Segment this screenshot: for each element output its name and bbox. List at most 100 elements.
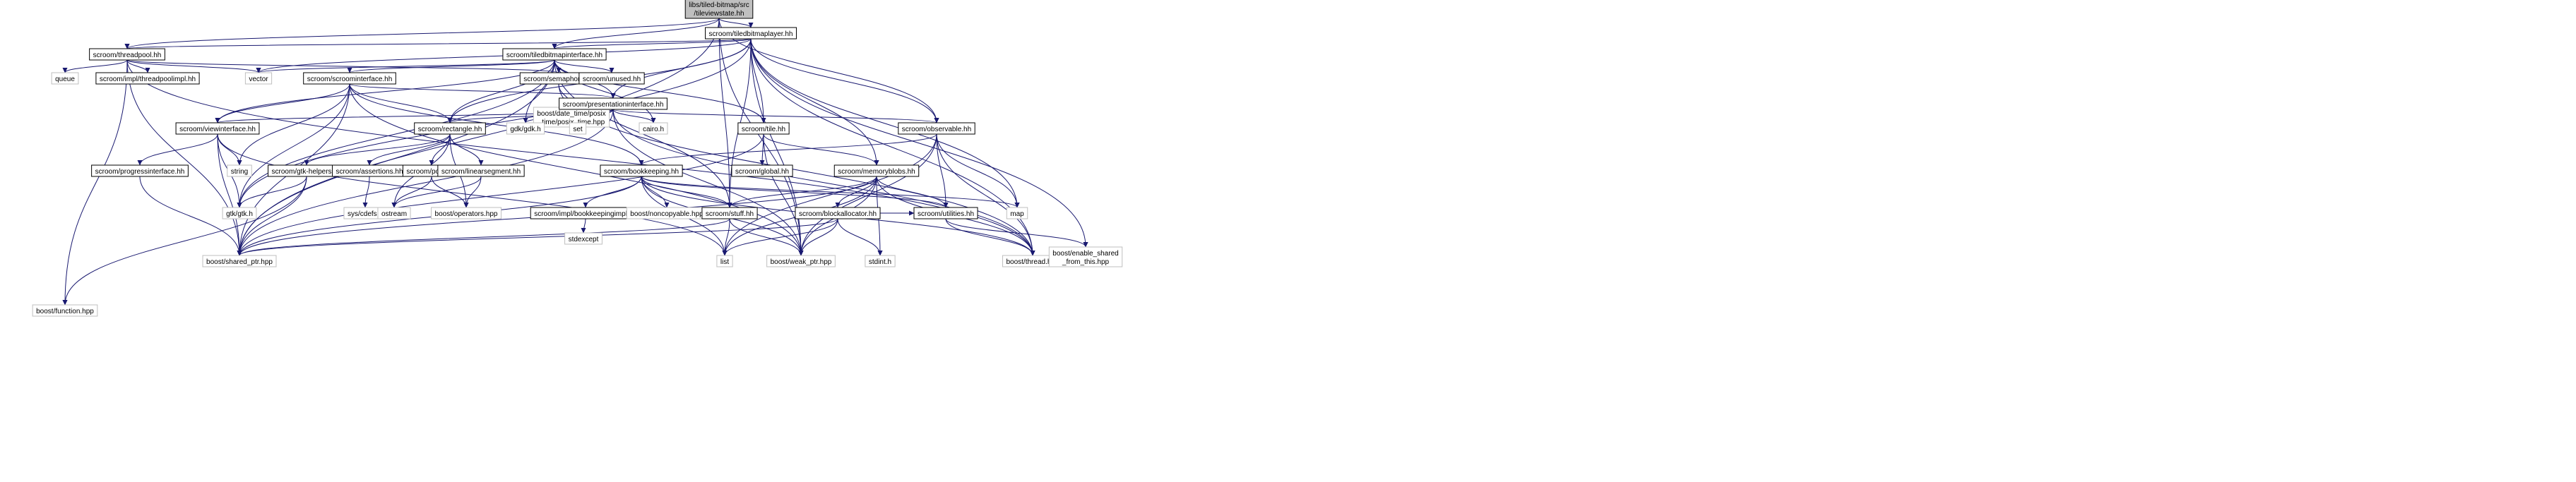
node-label: scroom/utilities.hh <box>918 210 974 218</box>
node-utilities[interactable]: scroom/utilities.hh <box>913 207 978 219</box>
node-progressinterface[interactable]: scroom/progressinterface.hh <box>91 164 189 177</box>
node-gdk: gdk/gdk.h <box>506 122 545 135</box>
node-stdint: stdint.h <box>865 255 896 267</box>
node-tiledbitmapinterface[interactable]: scroom/tiledbitmapinterface.hh <box>502 48 607 61</box>
edge-tileviewstate-to-tiledbitmaplayer <box>718 18 754 28</box>
node-threadpoolimpl[interactable]: scroom/impl/threadpoolimpl.hh <box>95 72 200 85</box>
node-queue: queue <box>51 72 79 85</box>
node-label: queue <box>55 76 75 83</box>
edge-threadpool-to-sharedptr <box>126 59 242 256</box>
edge-presentationinterface-to-thread <box>612 109 1035 256</box>
node-box <box>578 72 645 85</box>
node-global[interactable]: scroom/global.hh <box>731 164 793 177</box>
node-box <box>569 122 587 135</box>
edge-assertions-to-syscdefs <box>362 176 370 208</box>
edge-observable-to-thread <box>936 133 1035 256</box>
edge-presentationinterface-to-weakptr <box>612 109 804 256</box>
node-box <box>913 207 978 219</box>
node-label: scroom/scroominterface.hh <box>307 76 393 83</box>
node-label: scroom/bookkeeping.hh <box>604 168 679 176</box>
node-rectangle[interactable]: scroom/rectangle.hh <box>414 122 486 135</box>
edge-blockallocator-to-sharedptr <box>237 218 838 256</box>
node-box <box>222 207 257 219</box>
edge-scroominterface-to-gtk <box>237 83 350 208</box>
node-label: scroom/tiledbitmaplayer.hh <box>709 30 793 38</box>
node-linearsegment[interactable]: scroom/linearsegment.hh <box>437 164 525 177</box>
edge-tiledbitmapinterface-to-cairo <box>554 59 656 123</box>
node-viewinterface[interactable]: scroom/viewinterface.hh <box>175 122 260 135</box>
edge-bookkeeping-to-map <box>641 176 1020 208</box>
edge-memoryblobs-to-stuff <box>727 176 877 208</box>
node-box <box>303 72 396 85</box>
node-list: list <box>716 255 733 267</box>
node-enableshared: boost/enable_shared_from_this.hpp <box>1048 246 1123 267</box>
edge-utilities-to-enableshared <box>945 218 1088 248</box>
node-box <box>414 122 486 135</box>
nodes-layer: libs/tiled-bitmap/src/tileviewstate.hh sc… <box>32 0 1123 317</box>
node-memoryblobs[interactable]: scroom/memoryblobs.hh <box>833 164 920 177</box>
edge-tile-to-sharedptr <box>237 133 764 256</box>
node-function: boost/function.hpp <box>32 304 98 317</box>
edge-blockallocator-to-weakptr <box>798 218 838 256</box>
node-tileviewstate: libs/tiled-bitmap/src/tileviewstate.hh <box>684 0 754 19</box>
node-presentationinterface[interactable]: scroom/presentationinterface.hh <box>559 97 667 110</box>
node-observable[interactable]: scroom/observable.hh <box>898 122 975 135</box>
node-unused[interactable]: scroom/unused.hh <box>578 72 645 85</box>
edge-presentationinterface-to-observable <box>612 109 939 123</box>
node-label: gdk/gdk.h <box>510 126 540 133</box>
node-box <box>705 27 797 40</box>
edge-bookkeepingimpl-to-stdexcept <box>581 218 586 234</box>
node-box <box>737 122 790 135</box>
edge-rectangle-to-linearsegment <box>449 133 484 166</box>
edge-bookkeeping-to-stuff <box>641 176 732 208</box>
node-assertions[interactable]: scroom/assertions.hh <box>331 164 408 177</box>
node-bookkeeping[interactable]: scroom/bookkeeping.hh <box>600 164 683 177</box>
node-box <box>701 207 758 219</box>
edge-utilities-to-thread <box>945 218 1035 256</box>
node-label: scroom/semaphore.hh <box>523 76 594 83</box>
edge-scroominterface-to-rectangle <box>349 83 453 123</box>
edge-threadpool-to-function <box>62 59 128 306</box>
node-bookkeepingimpl[interactable]: scroom/impl/bookkeepingimpl.hh <box>530 207 641 219</box>
node-label: scroom/impl/bookkeepingimpl.hh <box>534 210 637 218</box>
node-box <box>600 164 683 177</box>
node-stuff[interactable]: scroom/stuff.hh <box>701 207 758 219</box>
edge-gtkhelpers-to-sharedptr <box>237 176 307 256</box>
node-box <box>731 164 793 177</box>
edge-tiledbitmapinterface-to-unused <box>554 59 615 73</box>
node-box <box>95 72 200 85</box>
node-tile[interactable]: scroom/tile.hh <box>737 122 790 135</box>
node-label: _from_this.hpp <box>1062 258 1110 266</box>
node-scroominterface[interactable]: scroom/scroominterface.hh <box>303 72 396 85</box>
node-label: stdint.h <box>869 258 891 266</box>
edge-linearsegment-to-ostream <box>391 176 482 208</box>
edge-tiledbitmapinterface-to-vector <box>256 59 555 73</box>
node-label: sys/cdefs.h <box>348 210 383 218</box>
node-blockallocator[interactable]: scroom/blockallocator.hh <box>795 207 881 219</box>
node-label: boost/noncopyable.hpp <box>630 210 704 218</box>
edge-bookkeeping-to-utilities <box>641 176 949 208</box>
node-label: /tileviewstate.hh <box>694 10 744 18</box>
node-label: scroom/tile.hh <box>742 126 785 133</box>
edge-tile-to-weakptr <box>763 133 804 256</box>
edge-tiledbitmaplayer-to-tiledbitmapinterface <box>552 38 752 49</box>
edge-linearsegment-to-operators <box>463 176 482 208</box>
node-weakptr: boost/weak_ptr.hpp <box>766 255 836 267</box>
edge-tiledbitmapinterface-to-viewinterface <box>215 59 555 123</box>
node-threadpool[interactable]: scroom/threadpool.hh <box>89 48 165 61</box>
node-tiledbitmaplayer[interactable]: scroom/tiledbitmaplayer.hh <box>705 27 797 40</box>
node-ostream: ostream <box>377 207 411 219</box>
edge-observable-to-weakptr <box>798 133 937 256</box>
node-box <box>91 164 189 177</box>
edge-tiledbitmaplayer-to-threadpool <box>125 38 752 49</box>
node-gtk: gtk/gtk.h <box>222 207 257 219</box>
node-operators: boost/operators.hpp <box>431 207 501 219</box>
node-sharedptr: boost/shared_ptr.hpp <box>202 255 277 267</box>
edge-point-to-ostream <box>391 176 432 208</box>
node-noncopyable: boost/noncopyable.hpp <box>626 207 708 219</box>
node-set: set <box>569 122 587 135</box>
node-label: scroom/linearsegment.hh <box>441 168 521 176</box>
node-label: stdexcept <box>569 236 599 243</box>
